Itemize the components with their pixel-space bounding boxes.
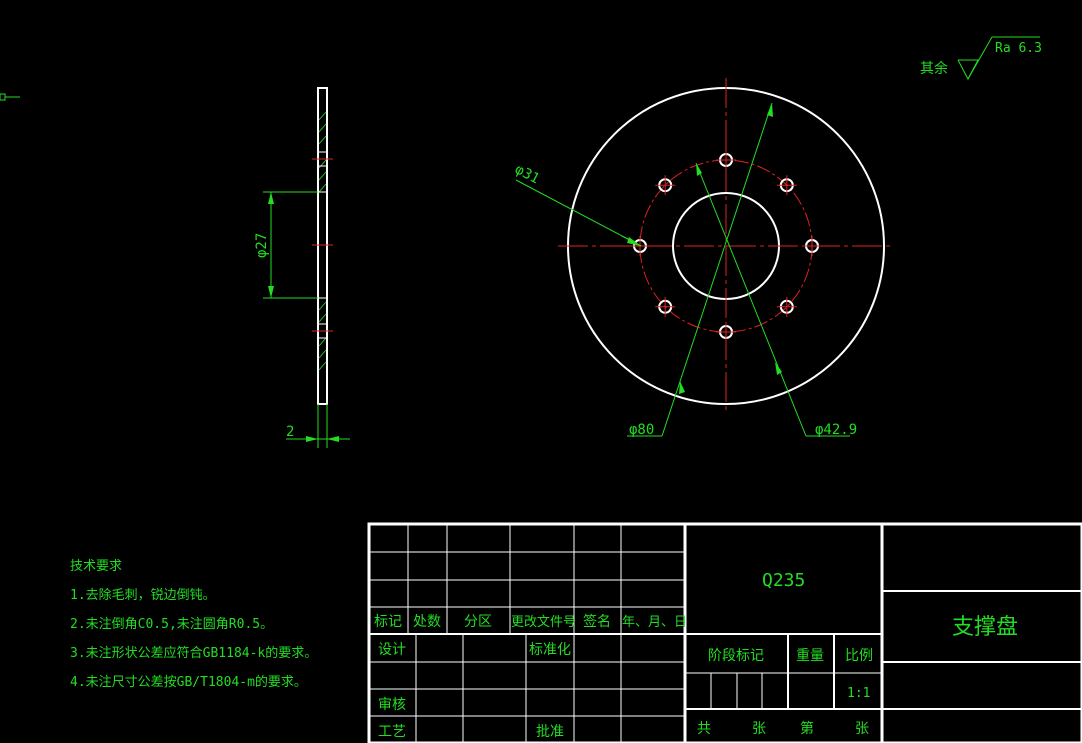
main-centerlines xyxy=(558,78,894,414)
weight-label: 重量 xyxy=(796,648,824,664)
notes-title: 技术要求 xyxy=(70,559,123,574)
bolt-hole xyxy=(776,296,797,317)
dimension-leaders xyxy=(515,102,850,437)
material-label: Q235 xyxy=(762,570,805,591)
side-view-centerlines xyxy=(312,158,333,332)
bolt-hole xyxy=(716,150,736,170)
sheet-total-label: 共 xyxy=(697,721,711,737)
note-item-3: 3.未注形状公差应符合GB1184-k的要求。 xyxy=(70,646,318,661)
side-view-outline xyxy=(317,87,328,405)
roughness-symbol: 其余 Ra 6.3 xyxy=(920,36,1042,81)
technical-notes: 技术要求 1.去除毛刺，锐边倒钝。 2.未注倒角C0.5,未注圆角R0.5。 3… xyxy=(70,552,317,697)
review-label: 审核 xyxy=(378,697,406,713)
bolt-hole xyxy=(716,322,736,342)
section-hatching xyxy=(318,111,327,371)
side-view-hole-lines xyxy=(318,151,327,339)
sheet-no-label: 第 xyxy=(800,720,814,737)
title-block xyxy=(367,522,1082,743)
scale-value: 1:1 xyxy=(847,686,870,701)
hole-dia-label: φ31 xyxy=(512,161,542,187)
bolt-hole xyxy=(802,236,822,256)
bolt-hole xyxy=(655,175,676,196)
roughness-prefix: 其余 xyxy=(920,60,948,77)
process-label: 工艺 xyxy=(378,724,406,740)
dia-27-label: φ27 xyxy=(254,233,270,258)
header-mark: 标记 xyxy=(374,614,402,630)
bore-dia-label: φ42.9 xyxy=(815,422,857,438)
header-zone: 分区 xyxy=(464,614,492,630)
approve-label: 批准 xyxy=(536,724,564,740)
note-item-1: 1.去除毛刺，锐边倒钝。 xyxy=(70,588,216,603)
sheet-unit-label-1: 张 xyxy=(752,721,766,737)
left-edge-marker xyxy=(0,93,20,101)
front-view: φ31 φ80 φ42.9 xyxy=(512,78,894,438)
standardization-label: 标准化 xyxy=(529,642,571,658)
title-block-text: Q235 支撑盘 标记 处数 分区 更改文件号 签名 年、月、日 设计 标准化 … xyxy=(374,570,1018,740)
bolt-hole xyxy=(776,175,797,196)
thickness-dimension xyxy=(286,404,350,448)
stage-mark-label: 阶段标记 xyxy=(708,648,764,664)
pcd-label: φ80 xyxy=(629,422,654,438)
sheet-unit-label-2: 张 xyxy=(855,721,869,737)
design-label: 设计 xyxy=(378,642,406,658)
dia-27-dimension xyxy=(263,191,318,299)
header-change-doc: 更改文件号 xyxy=(511,615,576,630)
thickness-label: 2 xyxy=(286,424,294,440)
header-date: 年、月、日 xyxy=(622,615,687,630)
scale-label: 比例 xyxy=(845,648,873,664)
side-view: φ27 2 xyxy=(254,87,350,448)
part-name: 支撑盘 xyxy=(952,615,1018,640)
header-count: 处数 xyxy=(413,614,441,630)
note-item-4: 4.未注尺寸公差按GB/T1804-m的要求。 xyxy=(70,675,307,690)
note-item-2: 2.未注倒角C0.5,未注圆角R0.5。 xyxy=(70,617,274,632)
bolt-hole xyxy=(655,296,676,317)
header-signature: 签名 xyxy=(583,613,611,630)
roughness-value: Ra 6.3 xyxy=(995,41,1042,56)
